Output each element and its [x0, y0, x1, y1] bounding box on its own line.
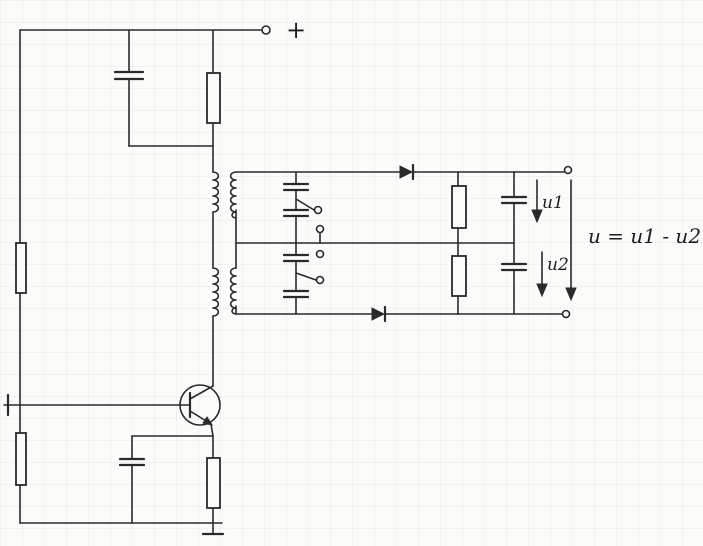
emitter-network: [118, 423, 221, 524]
resistor-icon: [206, 72, 221, 124]
capacitor-icon: [500, 262, 528, 272]
capacitor-icon: [282, 208, 310, 218]
u2-arrow: [536, 251, 548, 298]
npn-transistor-icon: [179, 384, 221, 426]
capacitor-icon: [282, 253, 310, 263]
diode-lower: [371, 305, 387, 323]
capacitor-icon: [118, 457, 146, 467]
collector-decoupling: [113, 29, 221, 173]
secondary-winding-upper: [229, 171, 237, 244]
load-resistor-lower: [451, 255, 467, 315]
base-input: [3, 393, 191, 417]
switch-contact: [313, 205, 323, 215]
load-resistor-upper: [451, 171, 467, 257]
resistor-icon: [451, 185, 467, 229]
arrow-down-icon: [536, 283, 548, 298]
arrow-down-icon: [565, 287, 577, 302]
top-supply-rail: [19, 25, 271, 35]
diode-icon: [399, 163, 415, 181]
secondary-winding-lower: [229, 242, 237, 315]
capacitor-icon: [500, 195, 528, 205]
switch-contact: [315, 275, 325, 285]
plus-terminal-label: +: [286, 16, 306, 44]
u1-arrow: [531, 179, 543, 224]
diode-icon: [371, 305, 387, 323]
tuning-bank-lower: [282, 242, 325, 315]
diode-upper: [399, 163, 415, 181]
filter-capacitor-upper: [500, 171, 528, 244]
capacitor-icon: [282, 289, 310, 299]
capacitor-icon: [282, 182, 310, 192]
resistor-icon: [15, 242, 27, 294]
u2-label: u2: [547, 255, 569, 275]
arrow-down-icon: [531, 209, 543, 224]
voltage-formula: u = u1 - u2: [588, 224, 701, 248]
resistor-icon: [15, 432, 27, 486]
output-rails: [235, 165, 573, 319]
inductor-icon: [212, 171, 220, 213]
left-rail: [15, 29, 27, 524]
inductor-icon: [212, 267, 220, 317]
primary-winding-upper: [212, 171, 220, 269]
u1-label: u1: [542, 193, 564, 213]
capacitor-icon: [113, 70, 145, 81]
resistor-icon: [206, 457, 221, 509]
switch-contact: [315, 249, 325, 259]
ground-rail: [19, 522, 225, 536]
primary-winding-lower: [212, 267, 220, 387]
u-total-arrow: [565, 179, 577, 302]
switch-contact: [315, 224, 325, 234]
tuning-bank-upper: [282, 171, 325, 244]
filter-capacitor-lower: [500, 242, 528, 315]
resistor-icon: [451, 255, 467, 297]
